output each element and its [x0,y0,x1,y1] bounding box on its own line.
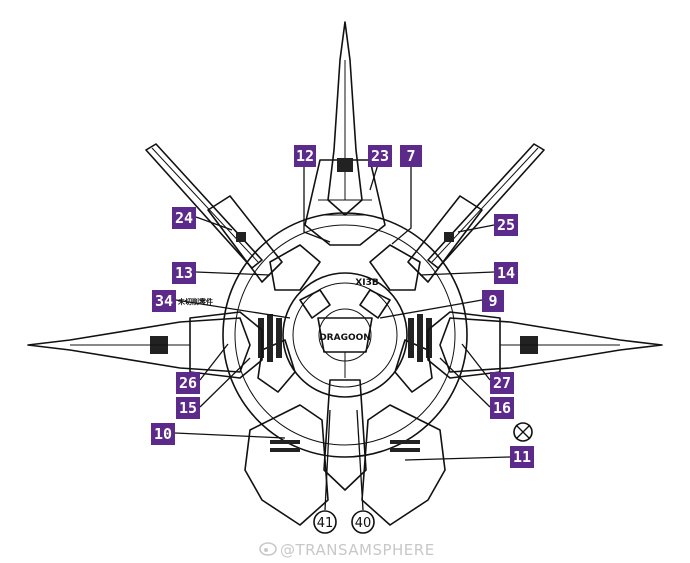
tag-24: 24 [172,207,196,229]
left-diagonal-sword [145,143,283,283]
tag-27: 27 [490,372,514,394]
tag-25: 25 [494,214,518,236]
svg-text:40: 40 [355,516,372,531]
svg-text:10: 10 [154,425,172,443]
weibo-icon [259,542,277,556]
tag-34-caption: 未切削零件 [178,297,213,306]
right-vent [408,314,432,362]
svg-text:15: 15 [179,399,197,417]
circled-40: 40 [351,510,375,534]
tag-10: 10 [151,423,175,445]
svg-text:11: 11 [513,448,531,466]
svg-text:9: 9 [488,292,497,310]
tag-14: 14 [494,262,518,284]
center-logo: DRAGOON [319,333,371,343]
tag-13: 13 [172,262,196,284]
watermark-text: @TRANSAMSPHERE [280,541,435,559]
left-vent [258,314,282,362]
svg-text:34: 34 [155,292,173,310]
svg-text:27: 27 [493,374,511,392]
svg-text:23: 23 [371,147,389,165]
tag-12: 12 [294,145,316,167]
tag-15: 15 [176,397,200,419]
tag-16: 16 [490,397,514,419]
tag-7: 7 [400,145,422,167]
svg-text:7: 7 [406,147,415,165]
svg-text:41: 41 [317,516,334,531]
svg-text:26: 26 [179,374,197,392]
svg-text:14: 14 [497,264,515,282]
right-boom [427,311,663,379]
do-not-use-icon [513,422,533,442]
svg-text:24: 24 [175,209,193,227]
tag-9: 9 [482,290,504,312]
leg-vents [270,440,420,452]
bottom-legs [244,379,446,526]
tag-23: 23 [368,145,392,167]
central-ring: DRAGOON XI3B [222,212,468,458]
tag-26: 26 [176,372,200,394]
svg-text:25: 25 [497,216,515,234]
svg-text:16: 16 [493,399,511,417]
tag-34: 34 未切削零件 [152,290,213,312]
top-fin [304,21,386,246]
right-diagonal-sword [407,143,545,283]
circled-41: 41 [313,510,337,534]
svg-text:12: 12 [296,147,314,165]
upper-logo: XI3B [355,278,379,288]
tag-11: 11 [510,446,534,468]
leader-lines [174,157,511,511]
svg-text:13: 13 [175,264,193,282]
watermark: @TRANSAMSPHERE [259,541,435,559]
